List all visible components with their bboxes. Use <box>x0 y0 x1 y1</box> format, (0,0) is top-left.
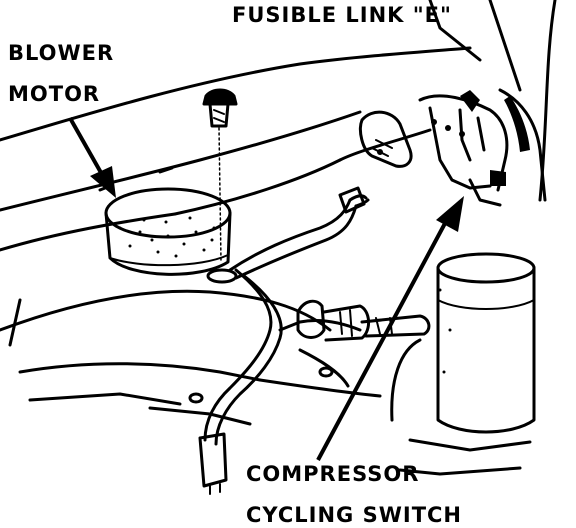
blower-motor-label-line1: BLOWER <box>8 41 115 65</box>
fusible-link-connector <box>358 88 547 207</box>
stipple-texture <box>118 90 530 374</box>
blower-motor-label-line2: MOTOR <box>8 82 101 106</box>
blower-arrowhead <box>90 166 116 198</box>
wiring-harness <box>198 186 370 495</box>
firewall-panel <box>0 0 557 252</box>
fusible-link-label: FUSIBLE LINK "E" <box>232 3 452 27</box>
mounting-bolt <box>202 88 238 284</box>
compressor-switch-label-line2: CYCLING SWITCH <box>246 503 463 527</box>
blower-motor <box>104 187 232 276</box>
switch-arrowhead <box>436 196 464 232</box>
pointer-arrows <box>68 117 464 461</box>
accumulator-canister <box>390 252 536 476</box>
cycling-switch <box>296 299 431 342</box>
compressor-switch-label-line1: COMPRESSOR <box>246 462 420 486</box>
